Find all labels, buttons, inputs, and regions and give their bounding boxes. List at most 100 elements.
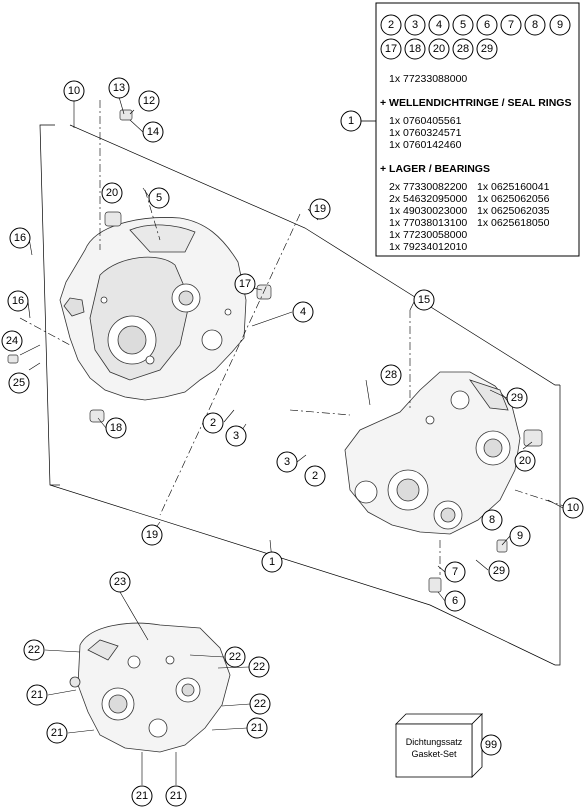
hardware-parts	[7, 109, 543, 593]
legend-badge: 17	[380, 38, 402, 60]
callout-bubble: 19	[309, 198, 331, 220]
svg-text:2: 2	[312, 470, 318, 482]
callout-bubble: 21	[26, 684, 48, 706]
legend-bearing-item: 1x 77230058000	[389, 229, 467, 241]
callout-bubble: 22	[248, 656, 270, 678]
legend-badge: 6	[476, 14, 498, 36]
legend-badge: 5	[452, 14, 474, 36]
svg-text:8: 8	[532, 19, 538, 31]
plug-6-part	[428, 577, 442, 593]
svg-text:7: 7	[452, 566, 458, 578]
plug-9-part	[496, 539, 508, 553]
callout-bubble: 9	[509, 525, 531, 547]
callout-bubble: 22	[224, 646, 246, 668]
legend-bearing-item: 1x 79234012010	[389, 241, 467, 253]
callout-bubble: 6	[444, 590, 466, 612]
callout-bubble: 14	[142, 121, 164, 143]
svg-text:7: 7	[508, 19, 514, 31]
svg-text:22: 22	[254, 698, 266, 710]
svg-text:24: 24	[6, 335, 18, 347]
callout-bubble: 22	[249, 693, 271, 715]
callout-bubble: 3	[225, 425, 247, 447]
svg-text:9: 9	[517, 530, 523, 542]
svg-text:28: 28	[385, 369, 397, 381]
callout-bubble: 16	[7, 290, 29, 312]
legend-badge: 4	[428, 14, 450, 36]
legend-seal-item: 1x 0760142460	[389, 139, 462, 151]
callout-bubble: 22	[23, 639, 45, 661]
svg-text:16: 16	[14, 232, 26, 244]
bearing-20-part	[104, 211, 122, 227]
legend-pointer: 1	[340, 110, 376, 132]
svg-text:4: 4	[300, 306, 306, 318]
legend-seal-item: 1x 0760324571	[389, 127, 462, 139]
callout-bubble: 20	[514, 450, 536, 472]
svg-text:17: 17	[385, 43, 397, 55]
svg-text:17: 17	[239, 278, 251, 290]
svg-text:12: 12	[143, 95, 155, 107]
svg-text:1: 1	[348, 115, 354, 127]
svg-text:3: 3	[233, 430, 239, 442]
svg-text:15: 15	[418, 294, 430, 306]
svg-text:1: 1	[269, 556, 275, 568]
gasket-kit-number: 99	[485, 739, 497, 751]
pin-24-part	[7, 354, 19, 364]
svg-text:23: 23	[114, 576, 126, 588]
svg-text:25: 25	[13, 377, 25, 389]
legend-bearing-heading: + LAGER / BEARINGS	[380, 163, 490, 175]
svg-text:28: 28	[457, 43, 469, 55]
legend-badges-row2: 17 18 20 28 29	[380, 38, 498, 60]
svg-text:20: 20	[433, 43, 445, 55]
callout-bubble: 1	[261, 551, 283, 573]
parts-legend: 2 3 4 5 6 7 8 9 17 18 20 28 29 1x 772330…	[340, 2, 580, 257]
callout-bubble: 15	[413, 289, 435, 311]
gasket-kit-box: Dichtungssatz Gasket-Set 99	[395, 713, 502, 778]
legend-bearing-item: 1x 77038013100	[389, 217, 467, 229]
svg-text:21: 21	[170, 790, 182, 802]
bearing-20-right-part	[523, 429, 543, 447]
legend-badge: 2	[380, 14, 402, 36]
callout-bubble: 17	[234, 273, 256, 295]
callout-bubble: 3	[276, 451, 298, 473]
svg-text:9: 9	[557, 19, 563, 31]
legend-bearing-item: 1x 49030023000	[389, 205, 467, 217]
svg-text:19: 19	[146, 529, 158, 541]
callout-bubble: 21	[131, 785, 153, 807]
svg-text:10: 10	[567, 502, 579, 514]
left-crankcase-half	[59, 217, 247, 401]
svg-text:21: 21	[136, 790, 148, 802]
callout-bubble: 8	[481, 509, 503, 531]
svg-text:20: 20	[519, 455, 531, 467]
callout-bubble: 19	[141, 524, 163, 546]
legend-seal-item: 1x 0760405561	[389, 115, 462, 127]
callout-bubble: 4	[292, 301, 314, 323]
legend-badge: 7	[500, 14, 522, 36]
legend-badge: 20	[428, 38, 450, 60]
legend-bearing-item: 2x 54632095000	[389, 193, 467, 205]
callout-bubble: 12	[138, 90, 160, 112]
callout-bubble: 21	[46, 722, 68, 744]
assembled-crankcase-view	[69, 622, 231, 753]
svg-text:29: 29	[481, 43, 493, 55]
svg-text:22: 22	[229, 651, 241, 663]
callout-bubble: 20	[101, 182, 123, 204]
legend-bearing-item: 2x 77330082200	[389, 181, 467, 193]
legend-bearing-item: 1x 0625618050	[477, 217, 550, 229]
callout-bubble: 18	[105, 417, 127, 439]
svg-text:16: 16	[12, 295, 24, 307]
legend-bearing-item: 1x 0625062035	[477, 205, 550, 217]
svg-text:10: 10	[68, 85, 80, 97]
callout-bubble: 13	[108, 77, 130, 99]
callout-bubble: 23	[109, 571, 131, 593]
svg-text:19: 19	[314, 203, 326, 215]
svg-text:21: 21	[51, 727, 63, 739]
svg-text:29: 29	[511, 392, 523, 404]
callout-bubble: 21	[165, 785, 187, 807]
legend-badge: 28	[452, 38, 474, 60]
part-callouts: 10 13 12 14 20 5 19 16 17 16 4 15 24 25 …	[1, 77, 584, 807]
callout-bubble: 25	[8, 372, 30, 394]
svg-text:21: 21	[251, 722, 263, 734]
callout-bubble: 2	[202, 412, 224, 434]
